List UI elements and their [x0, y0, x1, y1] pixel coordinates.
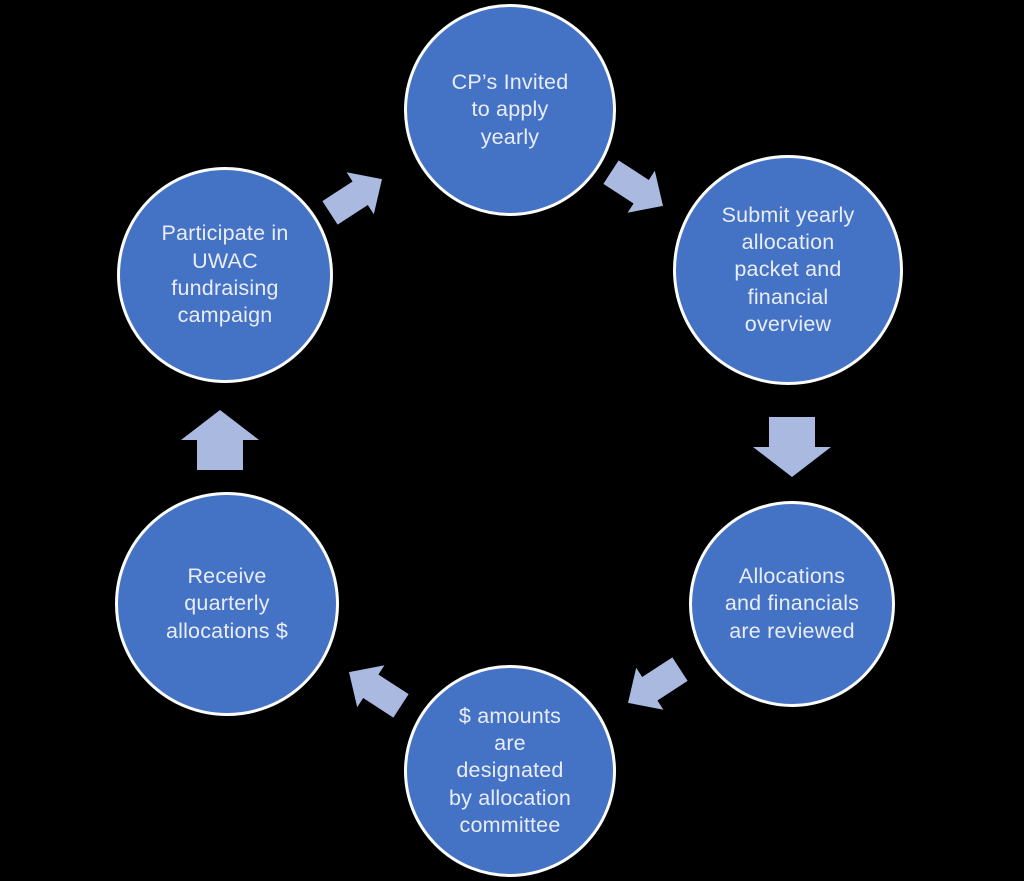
node-cps-invited-label: CP’s Invited to apply yearly: [451, 70, 569, 149]
node-allocations-reviewed-label: Allocations and financials are reviewed: [724, 564, 860, 643]
node-receive-allocations-label: Receive quarterly allocations $: [165, 564, 289, 643]
arrow-participate-to-invited-icon: [322, 172, 382, 225]
arrow-receive-to-participate-icon: [181, 410, 259, 470]
arrow-submit-to-reviewed-icon: [753, 417, 831, 477]
node-participate-campaign: Participate in UWAC fundraising campaign: [117, 167, 333, 383]
node-allocations-reviewed: Allocations and financials are reviewed: [689, 501, 895, 707]
arrow-invited-to-submit-icon: [603, 160, 663, 213]
node-submit-packet-label: Submit yearly allocation packet and fina…: [721, 202, 855, 336]
node-amounts-designated: $ amounts are designated by allocation c…: [404, 665, 616, 877]
node-receive-allocations: Receive quarterly allocations $: [115, 492, 339, 716]
arrow-designated-to-receive-icon: [349, 665, 409, 718]
node-participate-campaign-label: Participate in UWAC fundraising campaign: [161, 221, 289, 328]
node-cps-invited: CP’s Invited to apply yearly: [404, 4, 616, 216]
node-submit-packet: Submit yearly allocation packet and fina…: [673, 155, 903, 385]
node-amounts-designated-label: $ amounts are designated by allocation c…: [448, 703, 572, 837]
arrow-reviewed-to-designated-icon: [628, 657, 688, 710]
